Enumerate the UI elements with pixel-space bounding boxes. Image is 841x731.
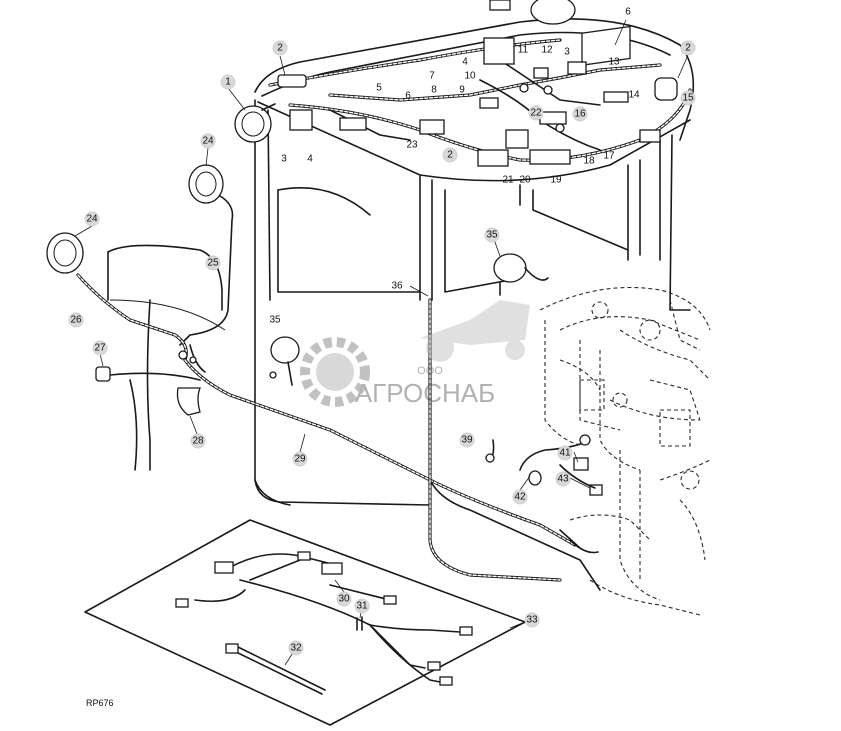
callout-5: 5 [376, 83, 382, 94]
combine-harvester-icon [420, 300, 530, 362]
callout-21: 21 [502, 175, 514, 186]
callout-36: 36 [391, 281, 403, 292]
callout-label: 22 [530, 108, 542, 119]
callout-label: 2 [277, 43, 283, 54]
engine-outline [539, 286, 711, 616]
cab-frame [254, 18, 695, 591]
callout-label: 41 [559, 448, 571, 459]
callout-6-right: 6 [625, 7, 631, 18]
callout-label: 39 [461, 435, 473, 446]
callout-label: 43 [557, 474, 569, 485]
lower-harness [95, 298, 577, 582]
left-fender [107, 244, 226, 471]
callout-label: 16 [574, 109, 586, 120]
figure-code: RP676 [86, 698, 114, 708]
callout-14: 14 [628, 90, 640, 101]
callout-11: 11 [518, 45, 529, 56]
callout-10: 10 [464, 71, 476, 82]
callout-label: 24 [86, 214, 98, 225]
work-lights [46, 103, 276, 362]
callout-6-left: 6 [405, 91, 411, 102]
callout-7: 7 [429, 71, 435, 82]
horn-35-lower [269, 336, 300, 386]
callout-19: 19 [550, 175, 562, 186]
callout-35-lower: 35 [269, 315, 281, 326]
callout-label: 29 [294, 454, 306, 465]
callout-13: 13 [608, 57, 620, 68]
work-light-24-upper [179, 164, 234, 346]
callout-label: 1 [225, 77, 231, 88]
callouts: 1 2 2 2 3 3 4 4 5 6 6 7 8 9 10 11 12 13 … [68, 7, 696, 656]
callout-label: 28 [192, 436, 204, 447]
horn-35-upper [493, 253, 549, 296]
callout-20: 20 [519, 175, 531, 186]
work-light-1 [234, 103, 276, 143]
callout-17: 17 [603, 151, 615, 162]
callout-label: 33 [526, 615, 538, 626]
callout-18: 18 [583, 156, 595, 167]
callout-9: 9 [459, 85, 465, 96]
callout-8: 8 [431, 85, 437, 96]
kit-sheet [84, 519, 526, 726]
callout-label: 26 [70, 315, 82, 326]
roof-harness [268, 38, 692, 162]
callout-label: 24 [202, 136, 214, 147]
roof-components [277, 0, 678, 167]
watermark-prefix: ООО [417, 365, 443, 377]
work-light-24-lower [46, 232, 188, 362]
gear-logo-icon [300, 337, 370, 407]
callout-label: 30 [338, 594, 350, 605]
callout-label: 27 [94, 343, 106, 354]
callout-label: 35 [486, 230, 498, 241]
callout-label: 31 [356, 601, 368, 612]
callout-label: 25 [207, 258, 219, 269]
callout-label: 15 [682, 93, 694, 104]
callout-label: 2 [685, 43, 691, 54]
watermark: ООО АГРОСНАБ [300, 300, 530, 408]
callout-12: 12 [541, 45, 553, 56]
watermark-name: АГРОСНАБ [355, 378, 495, 408]
callout-4-right: 4 [462, 57, 468, 68]
callout-23: 23 [406, 140, 418, 151]
callout-label: 2 [447, 150, 453, 161]
callout-3-right: 3 [564, 47, 570, 58]
callout-3-left: 3 [281, 154, 287, 165]
callout-label: 32 [290, 643, 302, 654]
callout-label: 42 [514, 492, 526, 503]
callout-4-left: 4 [307, 154, 313, 165]
